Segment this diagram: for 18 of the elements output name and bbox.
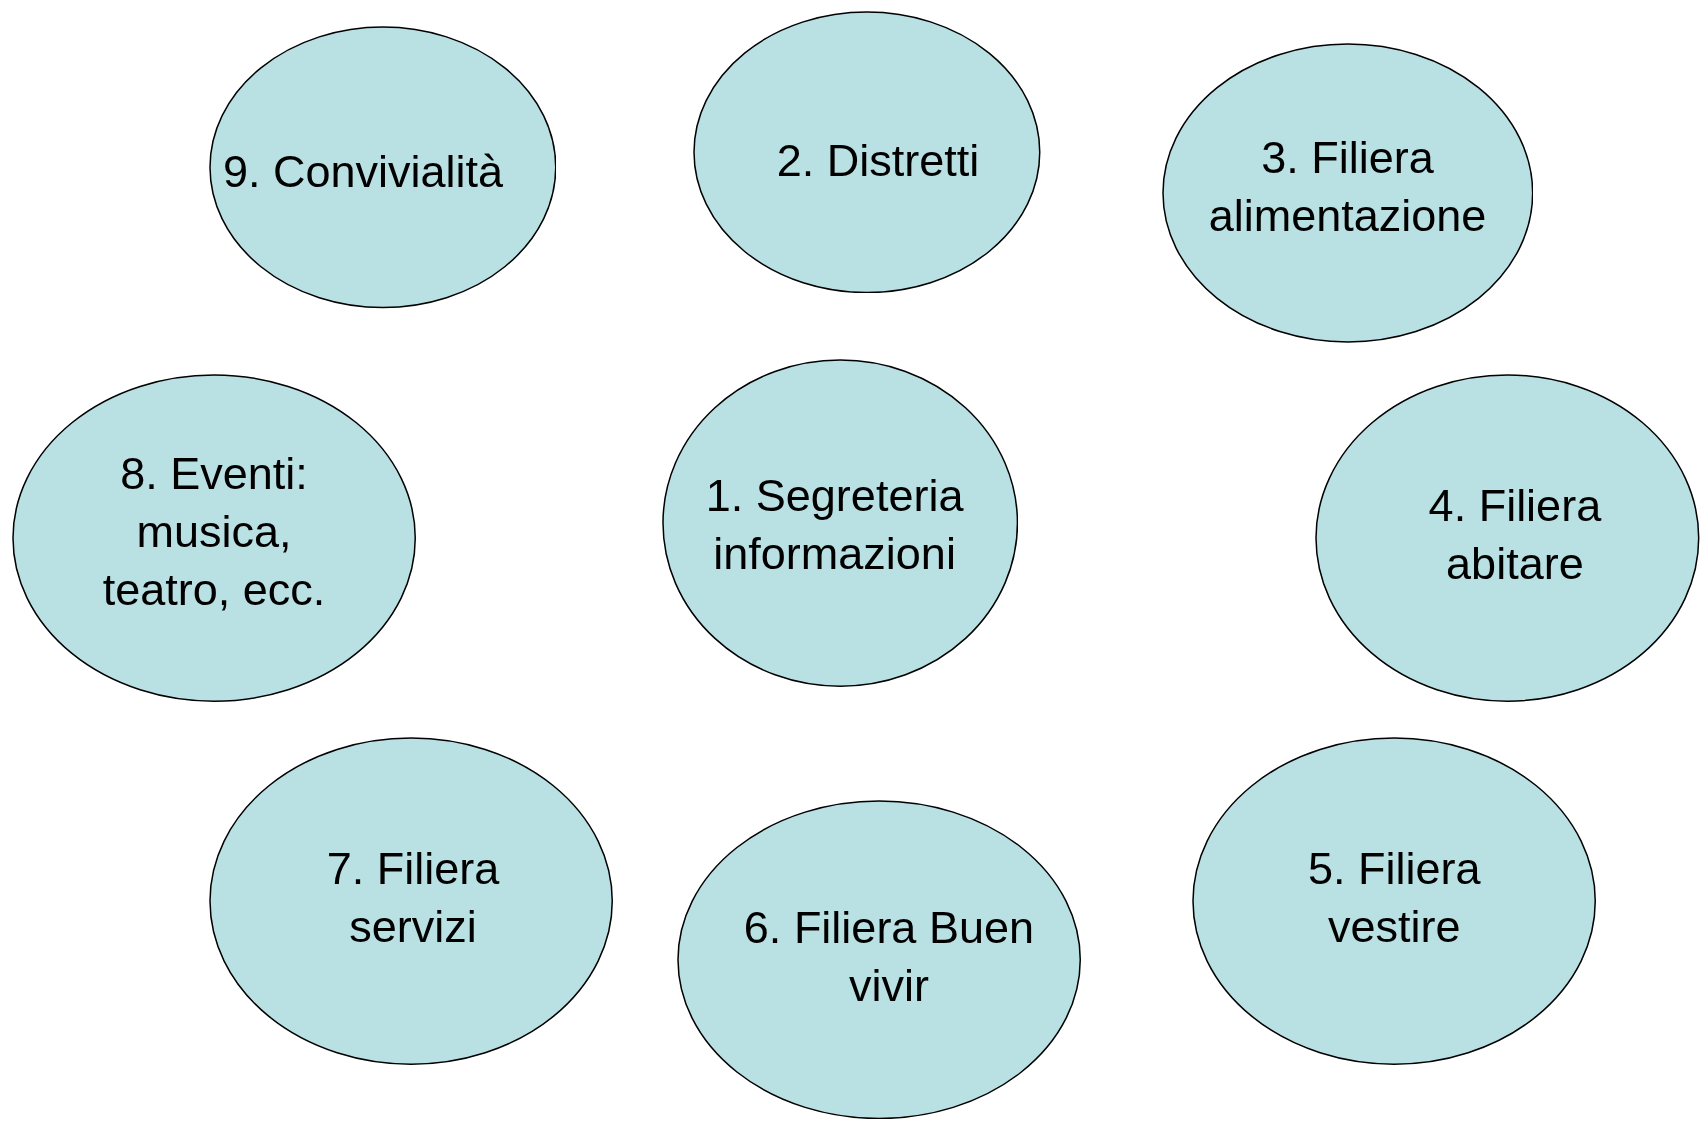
ellipse-node — [693, 10, 1042, 294]
ellipse-node — [208, 26, 557, 309]
node-label: 9. Convivialità — [221, 144, 505, 199]
ellipse-node — [661, 358, 1019, 687]
ellipse-node — [1161, 43, 1534, 344]
ellipse-node — [208, 736, 613, 1065]
node-label: 1. Segreteria informazioni — [704, 468, 965, 581]
ellipse-node — [1314, 373, 1700, 702]
ellipse-node — [1192, 736, 1597, 1065]
node-label: 8. Eventi: musica, teatro, ecc. — [101, 447, 327, 618]
node-label: 5. Filiera vestire — [1307, 841, 1482, 954]
node-label: 6. Filiera Buen vivir — [742, 901, 1035, 1014]
ellipse-node — [11, 373, 417, 702]
node-label: 2. Distretti — [775, 133, 981, 188]
node-label: 4. Filiera abitare — [1427, 478, 1603, 591]
node-label: 7. Filiera servizi — [325, 841, 501, 954]
node-label: 3. Filiera alimentazione — [1207, 130, 1488, 243]
ellipse-node — [677, 799, 1082, 1120]
